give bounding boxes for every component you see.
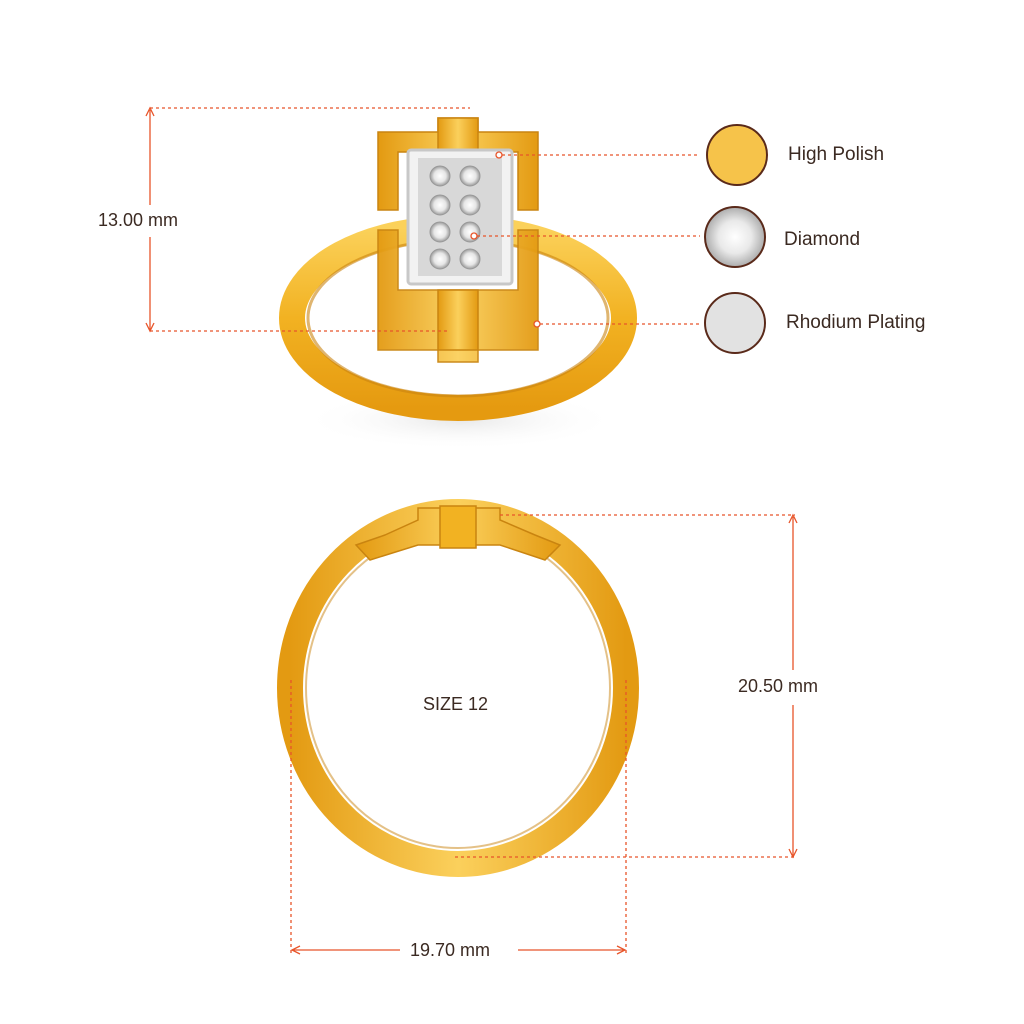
- top-height-label: 13.00 mm: [98, 210, 179, 230]
- ring-size-label: SIZE 12: [423, 694, 489, 714]
- diamond-cluster: [429, 165, 481, 270]
- material-label-high-polish: High Polish: [788, 144, 885, 165]
- material-label-diamond: Diamond: [784, 229, 861, 250]
- side-height-label: 20.50 mm: [738, 676, 819, 696]
- side-view-ring: [277, 499, 639, 877]
- diamond-swatch-icon: [704, 206, 766, 268]
- gold-swatch-icon: [706, 124, 768, 186]
- width-label: 19.70 mm: [410, 940, 491, 960]
- dimension-guides: [145, 106, 798, 955]
- top-view-ring: [279, 117, 637, 450]
- rhodium-swatch-icon: [704, 292, 766, 354]
- material-label-rhodium: Rhodium Plating: [786, 312, 926, 333]
